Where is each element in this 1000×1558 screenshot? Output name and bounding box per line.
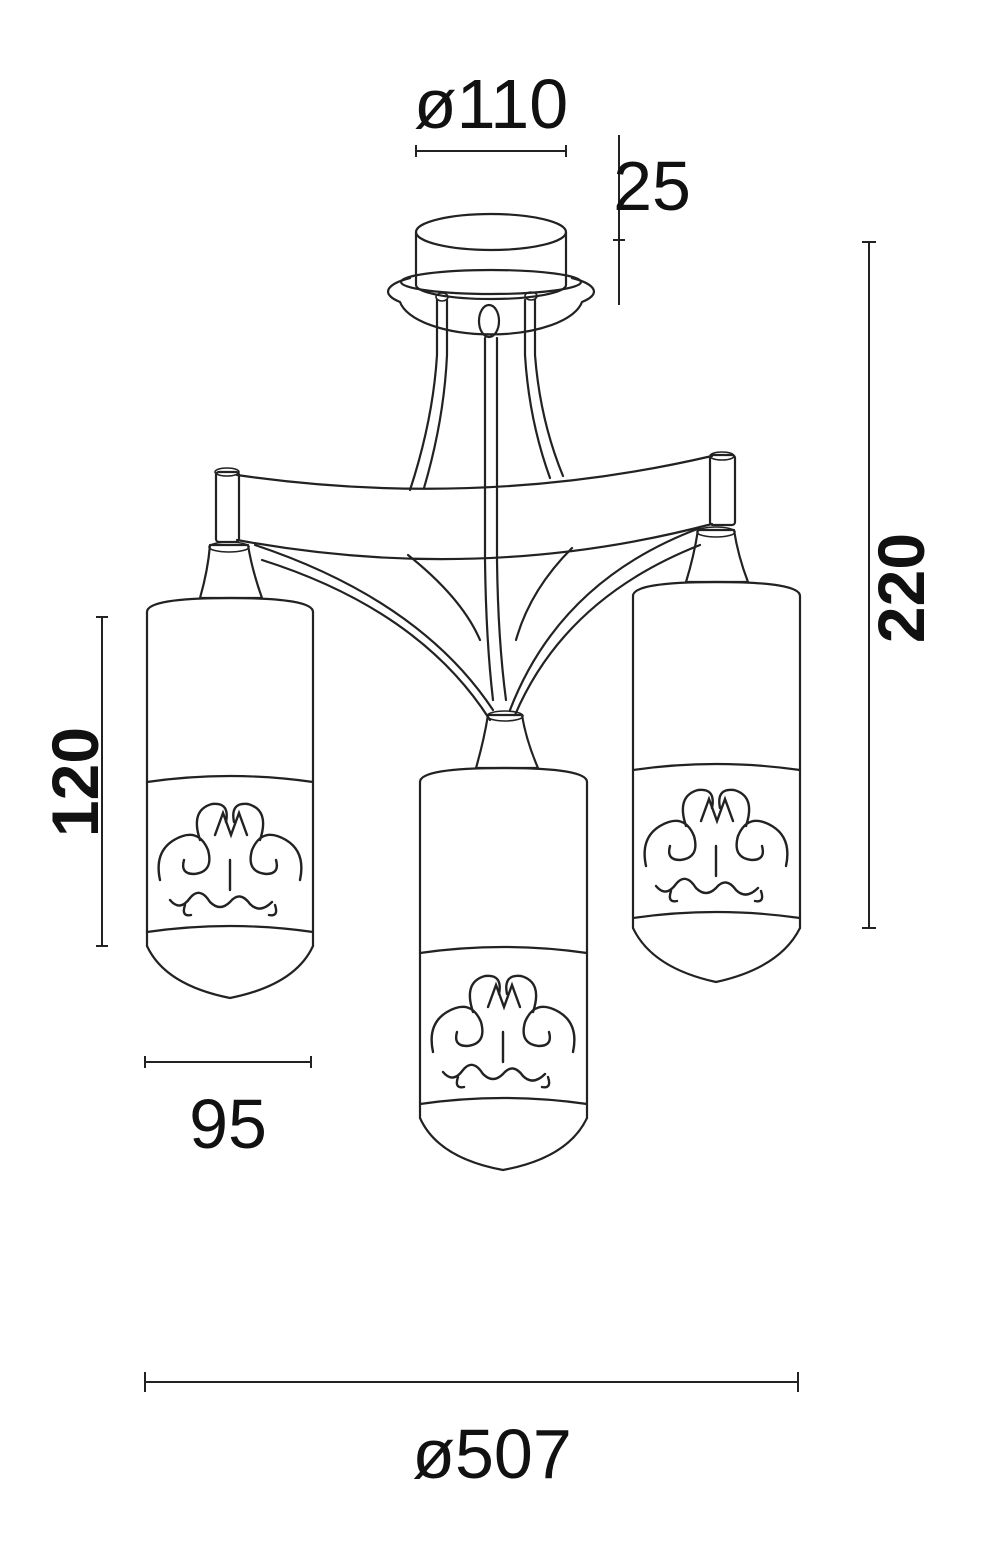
support-stems bbox=[408, 298, 565, 702]
dim-canopy-height: 25 bbox=[613, 135, 691, 305]
ceiling-canopy bbox=[387, 212, 595, 339]
dim-shade-diameter: 95 bbox=[144, 1056, 312, 1163]
dim-overall-diameter: ø507 bbox=[144, 1372, 799, 1493]
label-overall-diameter: ø507 bbox=[412, 1415, 572, 1493]
label-canopy-diameter: ø110 bbox=[414, 65, 568, 143]
dim-shade-height: 120 bbox=[38, 616, 112, 947]
label-canopy-height: 25 bbox=[613, 147, 691, 225]
label-shade-diameter: 95 bbox=[189, 1085, 267, 1163]
lower-arms bbox=[253, 526, 702, 722]
lamp-center-ornament bbox=[430, 974, 576, 1089]
lamp-left bbox=[145, 541, 315, 1000]
label-shade-height: 120 bbox=[38, 727, 112, 837]
label-total-height: 220 bbox=[864, 533, 938, 643]
curved-crossbar bbox=[214, 451, 737, 561]
lamp-left-ornament bbox=[157, 802, 303, 917]
lamp-right-ornament bbox=[643, 788, 789, 903]
lamp-right bbox=[631, 526, 802, 984]
dim-canopy-diameter: ø110 bbox=[414, 65, 568, 157]
lamp-center bbox=[418, 710, 589, 1172]
dim-total-height: 220 bbox=[862, 241, 938, 929]
